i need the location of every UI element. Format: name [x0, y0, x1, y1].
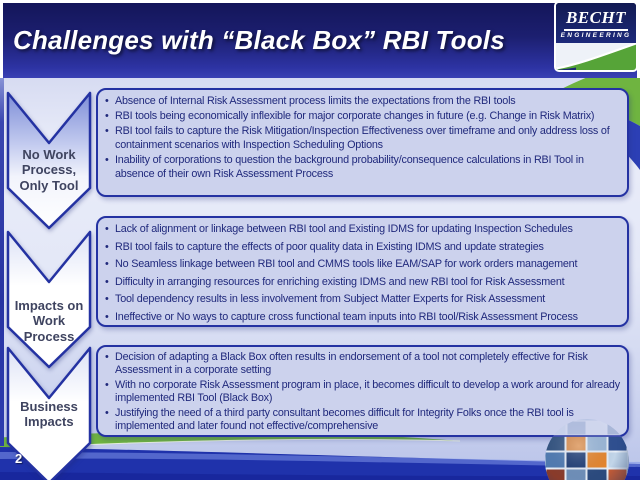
bullet-item: Tool dependency results in less involvem… — [104, 292, 621, 306]
logo-tagline: ENGINEERING — [560, 32, 632, 39]
bullet-box-no-work-process: Absence of Internal Risk Assessment proc… — [96, 88, 629, 197]
bullet-item: Lack of alignment or linkage between RBI… — [104, 222, 621, 236]
becht-engineering-logo: BECHT ENGINEERING — [554, 1, 638, 72]
bottom-band-streak — [0, 452, 640, 467]
bullet-item: Difficulty in arranging resources for en… — [104, 275, 621, 289]
left-edge-accent-bar — [0, 78, 4, 446]
logo-green-swoosh-icon — [556, 43, 636, 70]
bullet-list: Absence of Internal Risk Assessment proc… — [104, 94, 621, 181]
slide-header: Challenges with “Black Box” RBI Tools — [0, 0, 640, 78]
bullet-box-impacts-work-process: Lack of alignment or linkage between RBI… — [96, 216, 629, 327]
photo-globe — [544, 418, 630, 480]
bullet-box-business-impacts: Decision of adapting a Black Box often r… — [96, 345, 629, 437]
chevron-down-shape — [6, 230, 92, 369]
bottom-band-shadow — [0, 472, 640, 480]
chevron-label: Business Impacts — [20, 399, 78, 430]
chevron-label: No Work Process, Only Tool — [19, 147, 79, 193]
page-number: 2 — [15, 451, 23, 466]
slide-title: Challenges with “Black Box” RBI Tools — [13, 25, 505, 55]
bullet-item: RBI tool fails to capture the Risk Mitig… — [104, 124, 621, 152]
photo-globe-faint-top — [544, 418, 630, 437]
bullet-item: Justifying the need of a third party con… — [104, 407, 621, 434]
bullet-item: Absence of Internal Risk Assessment proc… — [104, 94, 621, 108]
chevron-business-impacts: Business Impacts — [6, 346, 92, 480]
bullet-item: RBI tools being economically inflexible … — [104, 109, 621, 123]
bullet-item: Inability of corporations to question th… — [104, 153, 621, 181]
bullet-item: Decision of adapting a Black Box often r… — [104, 351, 621, 378]
logo-text-block: BECHT ENGINEERING — [556, 3, 636, 43]
chevron-down-shape — [6, 346, 92, 480]
chevron-down-shape — [6, 91, 92, 230]
logo-wordmark: BECHT — [563, 8, 629, 31]
bullet-item: No Seamless linkage between RBI tool and… — [104, 257, 621, 271]
bullet-item: RBI tool fails to capture the effects of… — [104, 240, 621, 254]
chevron-impacts-work-process: Impacts on Work Process — [6, 230, 92, 370]
bullet-item: Ineffective or No ways to capture cross … — [104, 310, 621, 324]
bullet-item: With no corporate Risk Assessment progra… — [104, 379, 621, 406]
chevron-label: Impacts on Work Process — [14, 298, 84, 344]
bullet-list: Decision of adapting a Black Box often r… — [104, 351, 621, 434]
chevron-no-work-process: No Work Process, Only Tool — [6, 91, 92, 231]
bullet-list: Lack of alignment or linkage between RBI… — [104, 222, 621, 324]
photo-globe-visible-bottom — [544, 437, 630, 480]
